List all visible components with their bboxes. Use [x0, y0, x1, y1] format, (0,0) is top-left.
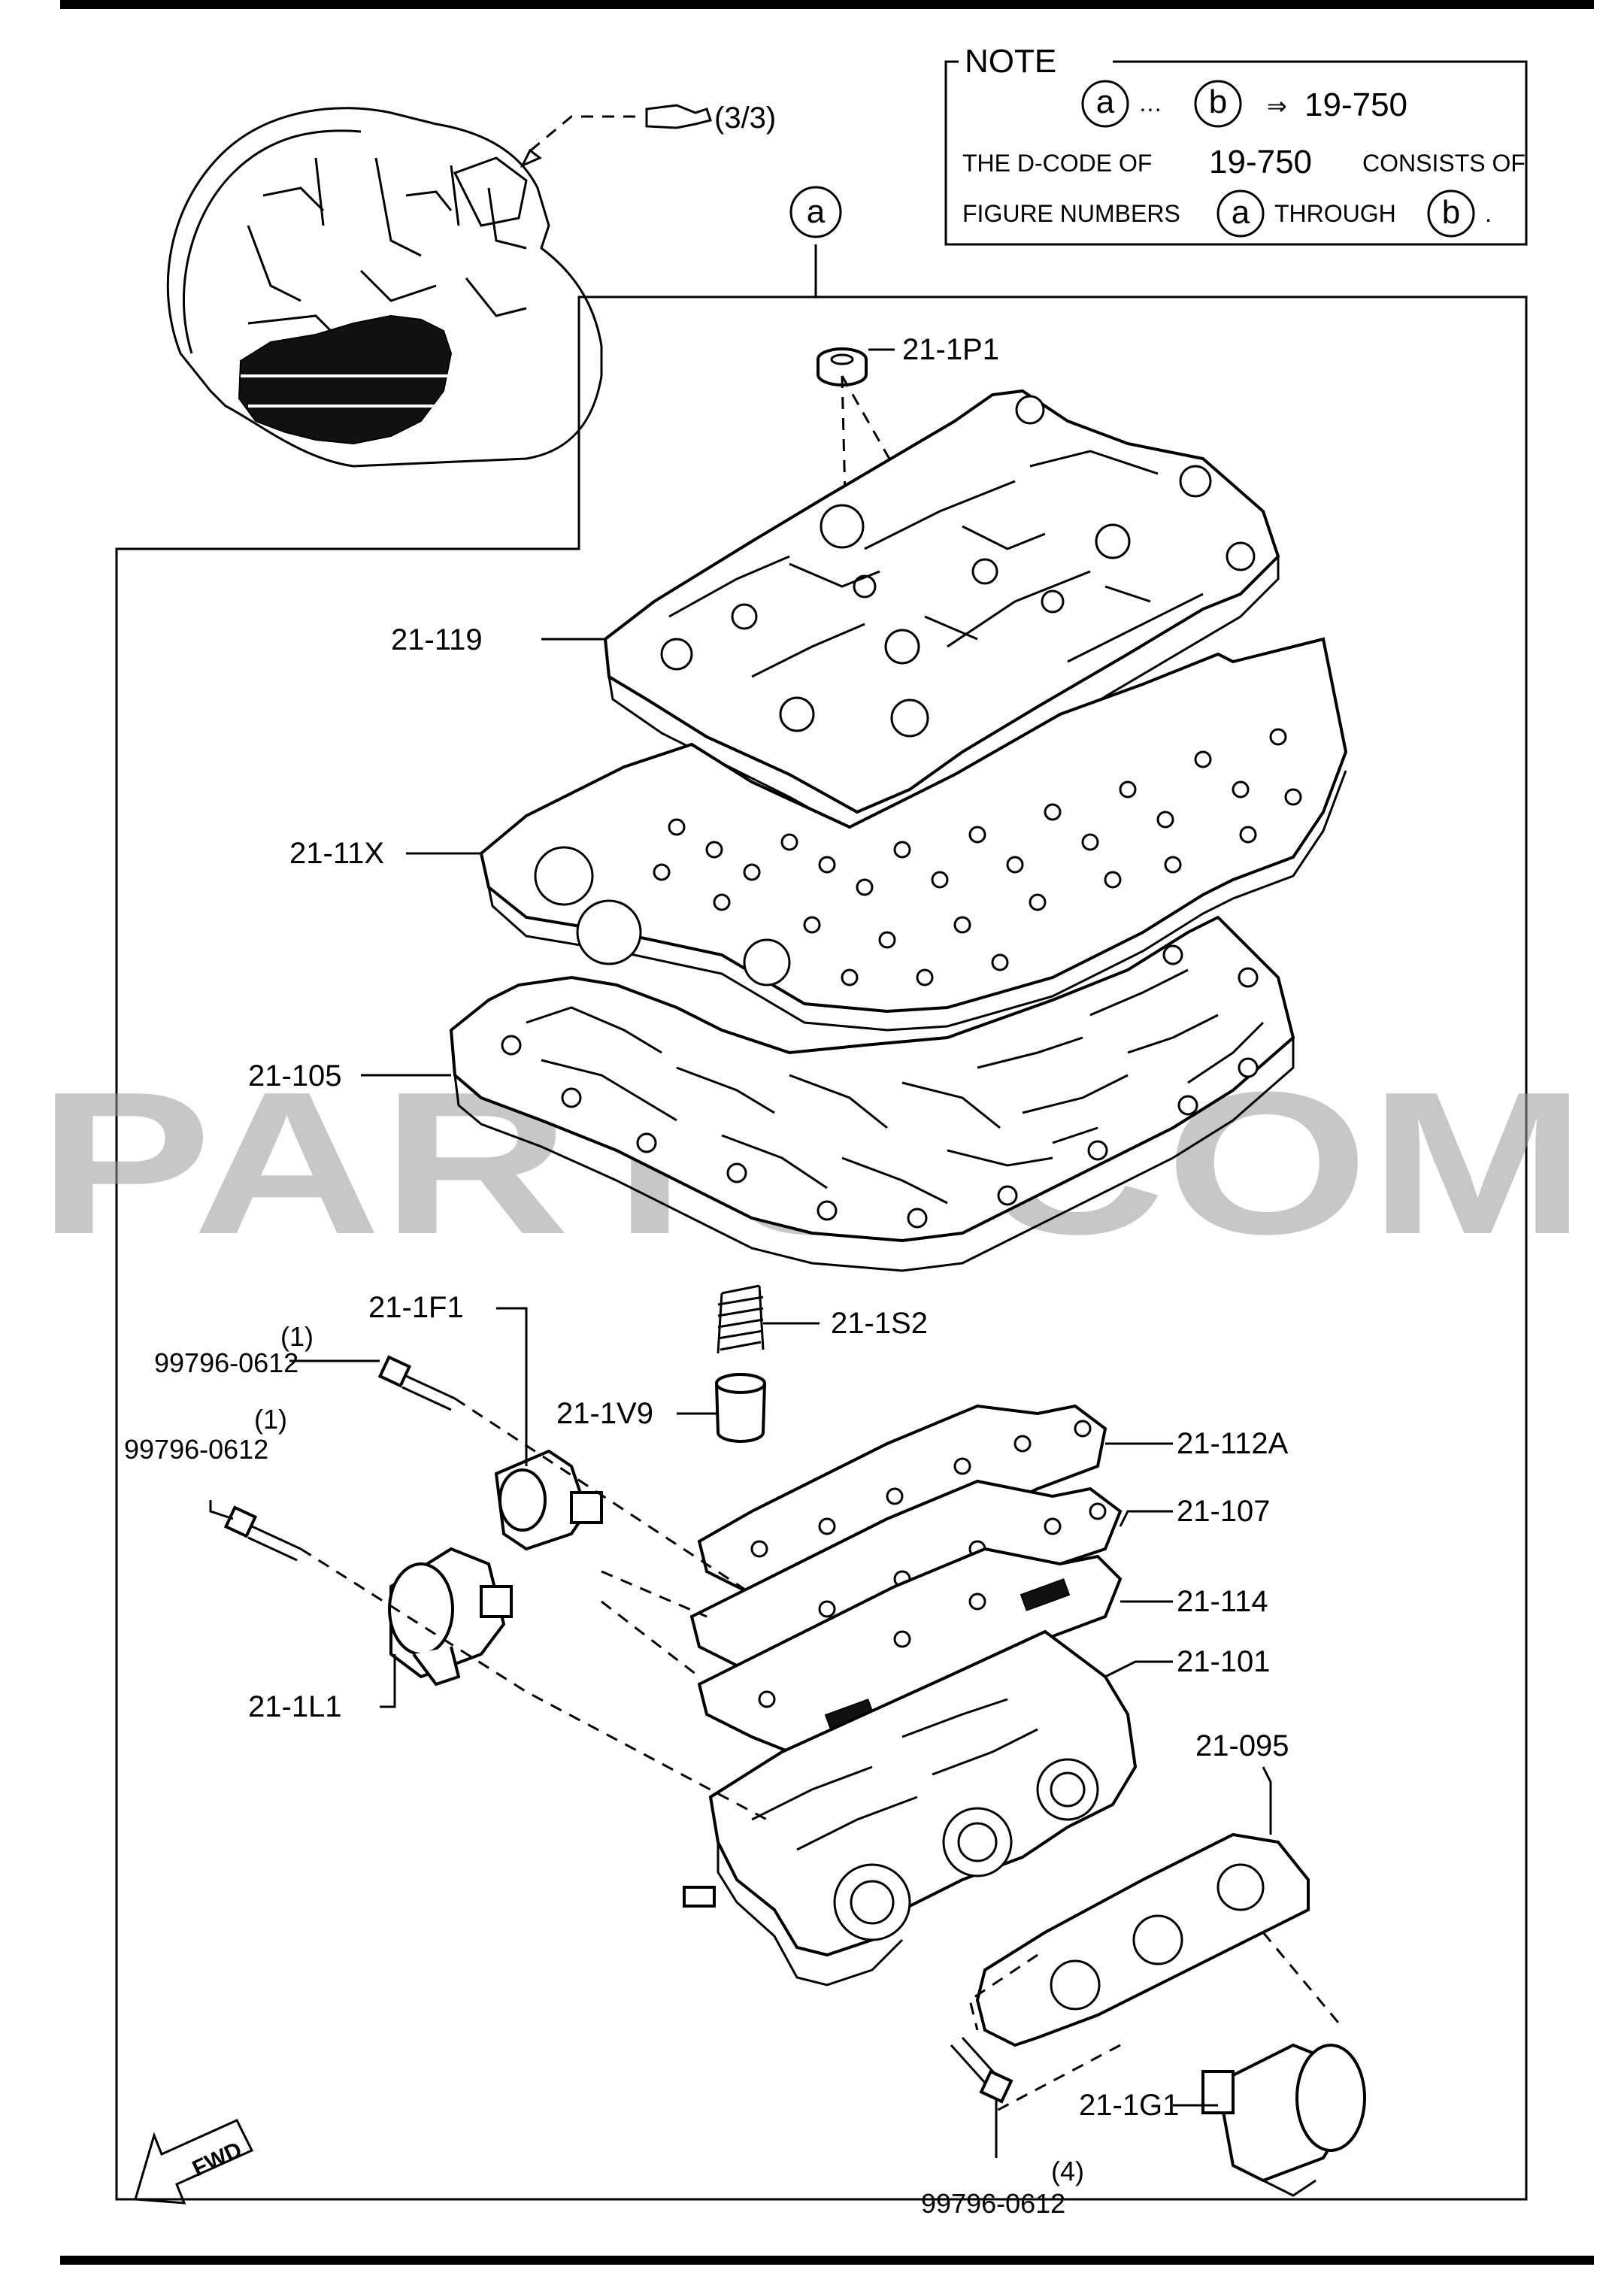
bolt-mid-label: 99796-0612	[124, 1434, 268, 1465]
label-21-1F1: 21-1F1	[368, 1291, 464, 1324]
label-21-114: 21-114	[1177, 1585, 1268, 1618]
part-21-1G1	[1201, 2043, 1366, 2197]
bolt-top	[377, 1355, 456, 1411]
label-21-1S2: 21-1S2	[831, 1307, 928, 1340]
label-21-095: 21-095	[1195, 1729, 1289, 1762]
note-line2-ref: 19-750	[1209, 144, 1312, 180]
note-title: NOTE	[965, 43, 1056, 80]
part-21-1P1	[817, 347, 868, 386]
label-21-101: 21-101	[1177, 1645, 1271, 1678]
note-line3-symbol-b: b	[1442, 194, 1460, 231]
pointing-hand-icon	[645, 104, 712, 129]
part-21-1S2	[717, 1284, 765, 1354]
note-line3-end: .	[1485, 200, 1492, 227]
bolt-top-label: 99796-0612	[154, 1347, 298, 1378]
bolt-bottom-label: 99796-0612	[921, 2188, 1065, 2219]
note-range-sep: …	[1138, 89, 1162, 117]
fwd-arrow-icon: FWD	[134, 2119, 254, 2205]
note-symbol-b: b	[1209, 83, 1227, 120]
bolt-bottom	[950, 2036, 1013, 2104]
part-21-114	[697, 1547, 1123, 1754]
bolt-mid-qty: (1)	[254, 1404, 287, 1435]
part-21-1F1	[494, 1449, 603, 1551]
note-line2-a: THE D-CODE OF	[962, 150, 1152, 177]
top-rule	[60, 0, 1594, 9]
label-21-112A: 21-112A	[1177, 1427, 1289, 1460]
part-21-101	[683, 1629, 1138, 1987]
label-21-1G1: 21-1G1	[1079, 2089, 1179, 2122]
label-21-107: 21-107	[1177, 1495, 1271, 1528]
note-line3-b: THROUGH	[1274, 200, 1396, 227]
label-21-105: 21-105	[248, 1059, 342, 1093]
label-21-1L1: 21-1L1	[248, 1690, 342, 1723]
figure-frame	[115, 295, 1528, 2201]
note-line2-b: CONSISTS OF	[1362, 150, 1526, 177]
bolt-top-qty: (1)	[280, 1321, 314, 1352]
fwd-label: FWD	[189, 2138, 246, 2182]
label-21-1P1: 21-1P1	[902, 333, 999, 366]
leader-lines	[209, 348, 1272, 2158]
figure-marker-circle	[789, 186, 842, 238]
note-symbol-a: a	[1096, 83, 1115, 120]
bolt-mid	[223, 1505, 301, 1562]
part-21-1V9	[715, 1373, 766, 1443]
note-line3-a: FIGURE NUMBERS	[962, 200, 1180, 227]
note-box: NOTE a … b ⇒ 19-750 THE D-CODE OF 19-750…	[944, 43, 1528, 246]
note-line3-symbol-a: a	[1232, 194, 1250, 231]
note-arrow: ⇒	[1267, 92, 1287, 120]
part-21-105	[449, 915, 1295, 1272]
label-21-11X: 21-11X	[289, 837, 384, 870]
part-21-1L1	[388, 1547, 513, 1686]
label-21-1V9: 21-1V9	[556, 1397, 653, 1430]
note-ref: 19-750	[1304, 86, 1407, 123]
bottom-rule	[60, 2256, 1594, 2265]
transmission-overview: (3/3)	[166, 102, 776, 468]
part-21-11X	[479, 637, 1348, 1032]
label-21-119: 21-119	[391, 623, 483, 656]
part-21-095	[975, 1832, 1310, 2047]
part-21-119	[603, 389, 1280, 836]
overview-pointer-label: (3/3)	[714, 102, 776, 135]
figure-marker-label: a	[807, 193, 826, 230]
bolt-bottom-qty: (4)	[1051, 2156, 1084, 2187]
